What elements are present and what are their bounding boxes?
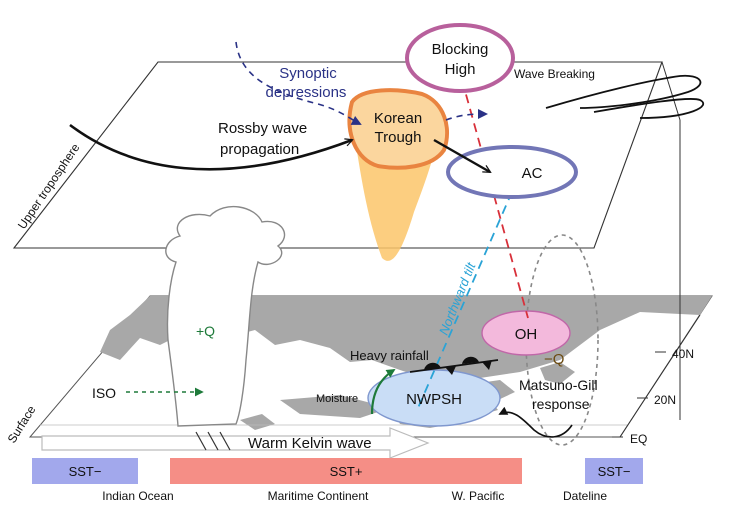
region-dateline: Dateline <box>563 489 607 503</box>
rossby-wave-label: propagation <box>220 141 299 158</box>
region-maritime-continent: Maritime Continent <box>268 489 369 503</box>
sst-minus-left-label: SST− <box>69 464 102 479</box>
blocking-high-label: Blocking <box>432 41 489 58</box>
matsuno-gill-label: response <box>532 396 590 412</box>
synoptic-arrow-exit <box>445 109 488 121</box>
kelvin-wave-arrow <box>41 427 430 459</box>
moisture-arrow <box>370 369 396 415</box>
iso-label: ISO <box>92 385 116 401</box>
latitude-axis: 40N 20N EQ <box>612 314 701 446</box>
trough-to-ac-arrow <box>433 138 490 174</box>
oh-label: OH <box>515 326 538 343</box>
blocking-high-ellipse <box>405 23 515 93</box>
lat-label-40n: 40N <box>672 347 694 361</box>
sst-cold-bar-left <box>32 458 138 484</box>
rossby-wave-arrow <box>69 123 352 171</box>
sst-warm-bar <box>170 458 522 484</box>
frame-line <box>661 61 681 121</box>
sst-minus-right-label: SST− <box>598 464 631 479</box>
korean-trough-label: Trough <box>375 129 422 146</box>
korean-trough <box>347 88 449 170</box>
plus-q-label: +Q <box>196 323 215 339</box>
lat-label-20n: 20N <box>654 393 676 407</box>
nwpsh-ellipse <box>367 369 501 427</box>
oh-ellipse <box>481 310 571 356</box>
wave-breaking-curves <box>545 74 705 119</box>
korean-trough-label: Korean <box>374 110 422 127</box>
matsuno-gill-arrow <box>498 406 573 438</box>
ac-label: AC <box>522 165 543 182</box>
rainfall-front <box>409 356 499 375</box>
sst-cold-bar-right <box>585 458 643 484</box>
synoptic-arrow <box>235 41 362 125</box>
minus-q-label: −Q <box>544 351 564 368</box>
sst-bars <box>32 458 643 484</box>
rossby-wave-label: Rossby wave <box>218 120 307 137</box>
iso-cloud <box>165 205 286 427</box>
region-indian-ocean: Indian Ocean <box>102 489 173 503</box>
sst-plus-label: SST+ <box>330 464 363 479</box>
surface-plane <box>28 295 713 438</box>
matsuno-gill-label: Matsuno-Gill <box>519 377 598 393</box>
region-w-pacific: W. Pacific <box>452 489 505 503</box>
barotropic-line <box>461 79 529 319</box>
surface-label: Surface <box>5 403 39 446</box>
lat-label-eq: EQ <box>630 432 647 446</box>
wave-breaking-label: Wave Breaking <box>514 67 595 81</box>
northward-tilt-line <box>417 177 519 409</box>
synoptic-label: Synoptic <box>279 65 337 82</box>
moisture-label: Moisture <box>316 393 358 405</box>
nwpsh-label: NWPSH <box>406 391 462 408</box>
ac-ellipse <box>446 145 578 199</box>
synoptic-label: depressions <box>266 84 347 101</box>
kelvin-wave-label: Warm Kelvin wave <box>248 435 372 452</box>
heavy-rainfall-label: Heavy rainfall <box>350 348 429 363</box>
blocking-high-label: High <box>445 61 476 78</box>
